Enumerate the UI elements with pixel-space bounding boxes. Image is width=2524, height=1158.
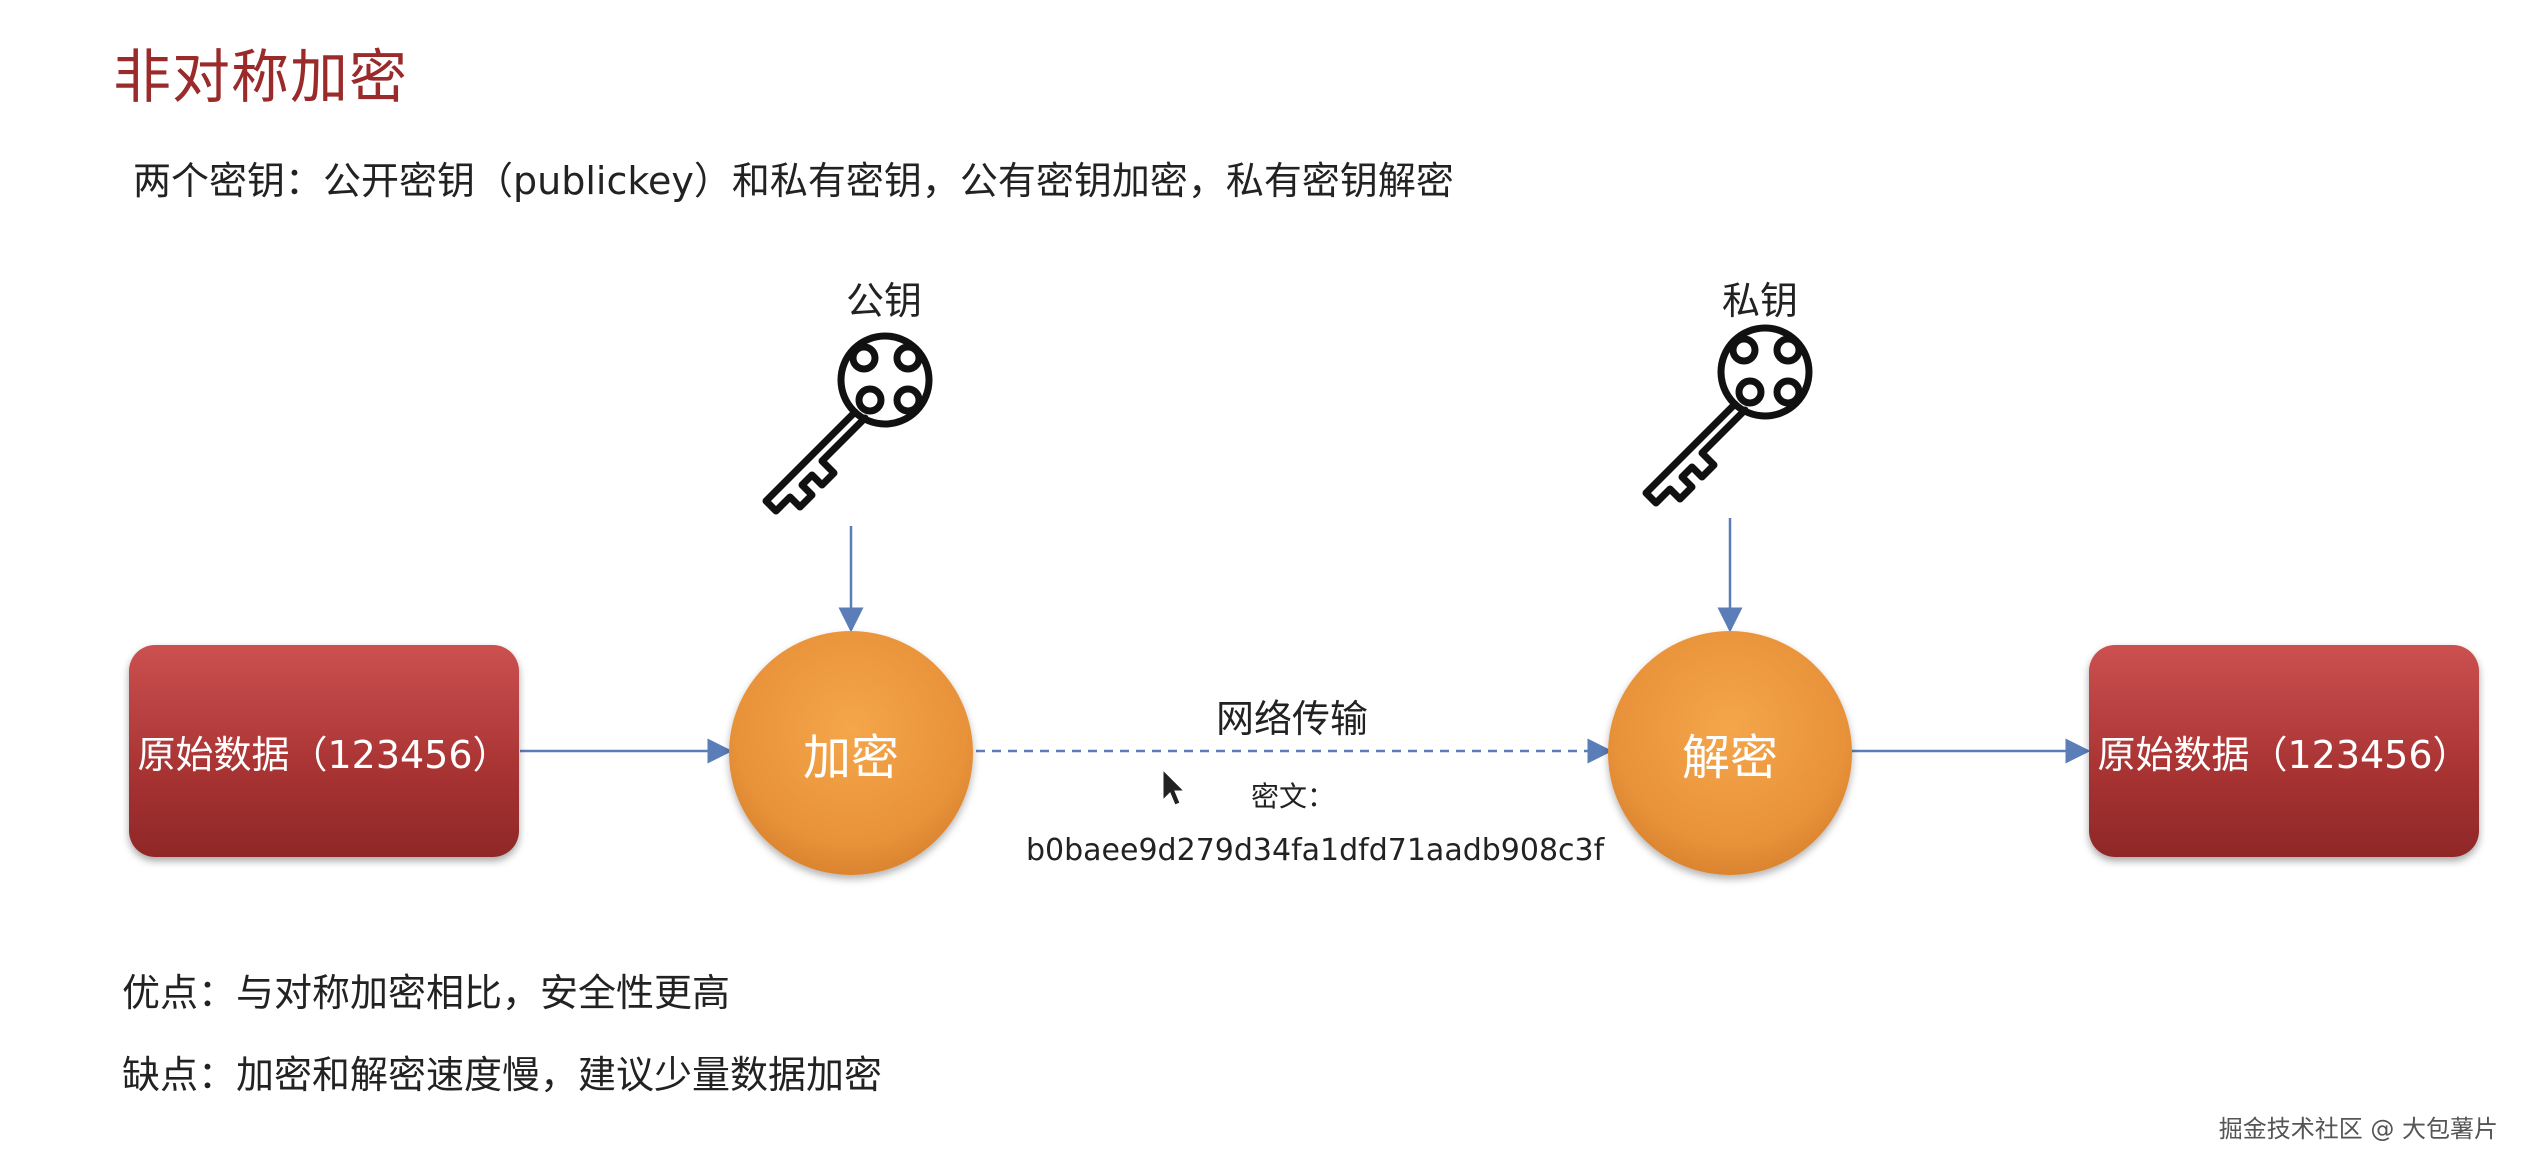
cipher-text-value: b0baee9d279d34fa1dfd71aadb908c3f	[1026, 833, 1605, 868]
public-key-label: 公钥	[846, 279, 923, 323]
private-key-label: 私钥	[1722, 279, 1799, 323]
source-data-box: 原始数据（123456）	[129, 645, 519, 857]
page-title: 非对称加密	[113, 43, 409, 111]
cons-text: 缺点：加密和解密速度慢，建议少量数据加密	[122, 1053, 883, 1097]
encrypt-node: 加密	[729, 631, 973, 875]
network-transfer-label: 网络传输	[1216, 697, 1369, 741]
pros-text: 优点：与对称加密相比，安全性更高	[122, 971, 731, 1015]
public-key-icon	[762, 332, 933, 515]
cipher-text-label: 密文：	[1251, 780, 1336, 813]
private-key-icon	[1642, 324, 1813, 507]
mouse-cursor-icon	[1162, 768, 1186, 806]
target-data-box: 原始数据（123456）	[2089, 645, 2479, 857]
subtitle: 两个密钥：公开密钥（publickey）和私有密钥，公有密钥加密，私有密钥解密	[133, 159, 1454, 203]
watermark: 掘金技术社区 @ 大包薯片	[2218, 1115, 2498, 1143]
decrypt-node: 解密	[1608, 631, 1852, 875]
